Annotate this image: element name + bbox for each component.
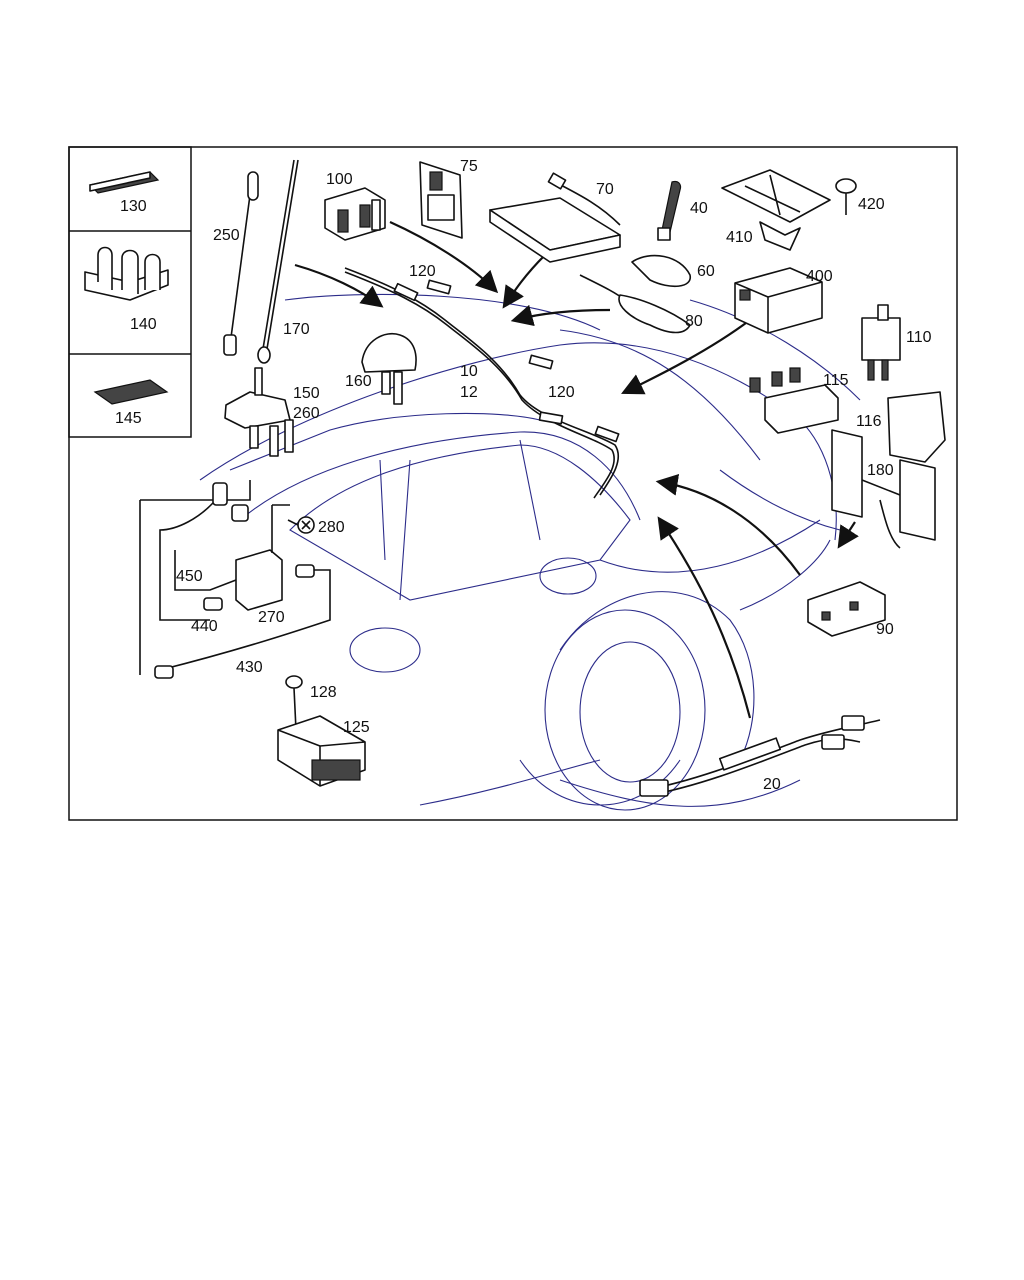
label-60: 60 xyxy=(697,263,715,280)
label-150: 150 xyxy=(293,385,320,402)
part-250-rod-antenna xyxy=(223,171,259,356)
label-260: 260 xyxy=(293,405,320,422)
label-450: 450 xyxy=(176,568,203,585)
part-120a-clip xyxy=(426,279,452,295)
part-120b-clip xyxy=(528,354,554,370)
label-116: 116 xyxy=(856,413,882,430)
part-20-harness xyxy=(639,715,881,797)
part-125-module xyxy=(277,715,366,787)
part-128-bolt xyxy=(285,675,303,731)
label-12: 12 xyxy=(460,384,478,401)
label-280: 280 xyxy=(318,519,345,536)
part-145-pad xyxy=(93,379,169,405)
label-75: 75 xyxy=(460,158,478,175)
part-180-panels xyxy=(831,429,936,549)
roof-cable-10-12 xyxy=(344,267,620,499)
label-140: 140 xyxy=(130,316,157,333)
part-160-shark-fin xyxy=(361,333,417,405)
part-280-screw xyxy=(287,516,315,534)
part-40-stub-antenna xyxy=(657,180,682,241)
label-440: 440 xyxy=(191,618,218,635)
label-420: 420 xyxy=(858,196,885,213)
label-430: 430 xyxy=(236,659,263,676)
part-130-strip xyxy=(88,171,160,194)
label-70: 70 xyxy=(596,181,614,198)
label-120a: 120 xyxy=(409,263,436,280)
label-80: 80 xyxy=(685,313,703,330)
part-75-module xyxy=(419,161,463,239)
part-170-antenna xyxy=(257,159,299,364)
label-10: 10 xyxy=(460,363,478,380)
label-130: 130 xyxy=(120,198,147,215)
part-60-base xyxy=(631,254,691,288)
label-120b: 120 xyxy=(548,384,575,401)
part-110-connector xyxy=(861,304,901,381)
label-90: 90 xyxy=(876,621,894,638)
label-145: 145 xyxy=(115,410,142,427)
inset-panel xyxy=(68,146,192,438)
part-100-bracket xyxy=(324,187,386,241)
label-125: 125 xyxy=(343,719,370,736)
part-70-plate-antenna xyxy=(489,172,621,263)
part-270-splitter xyxy=(235,504,290,611)
label-100: 100 xyxy=(326,171,353,188)
label-250: 250 xyxy=(213,227,240,244)
label-170: 170 xyxy=(283,321,310,338)
part-90-relay xyxy=(807,581,886,637)
part-400-box xyxy=(734,267,823,334)
part-410-bracket xyxy=(721,169,831,251)
label-128: 128 xyxy=(310,684,337,701)
label-180: 180 xyxy=(867,462,894,479)
car-outline xyxy=(199,293,861,811)
label-110: 110 xyxy=(906,329,932,346)
label-40: 40 xyxy=(690,200,708,217)
label-400: 400 xyxy=(806,268,833,285)
pointer-arrows xyxy=(294,220,859,719)
label-410: 410 xyxy=(726,229,753,246)
part-150-260-base-antenna xyxy=(224,367,294,457)
cable-430-440-450 xyxy=(139,480,331,679)
diagram-frame xyxy=(68,146,958,821)
part-140-clip xyxy=(84,246,169,301)
label-20: 20 xyxy=(763,776,781,793)
part-80-antenna-bar xyxy=(579,274,691,334)
label-115: 115 xyxy=(823,372,849,389)
part-116-bracket xyxy=(887,391,946,463)
label-160: 160 xyxy=(345,373,372,390)
part-115-amplifier xyxy=(749,367,839,434)
part-420-bolt xyxy=(835,178,857,215)
label-270: 270 xyxy=(258,609,285,626)
